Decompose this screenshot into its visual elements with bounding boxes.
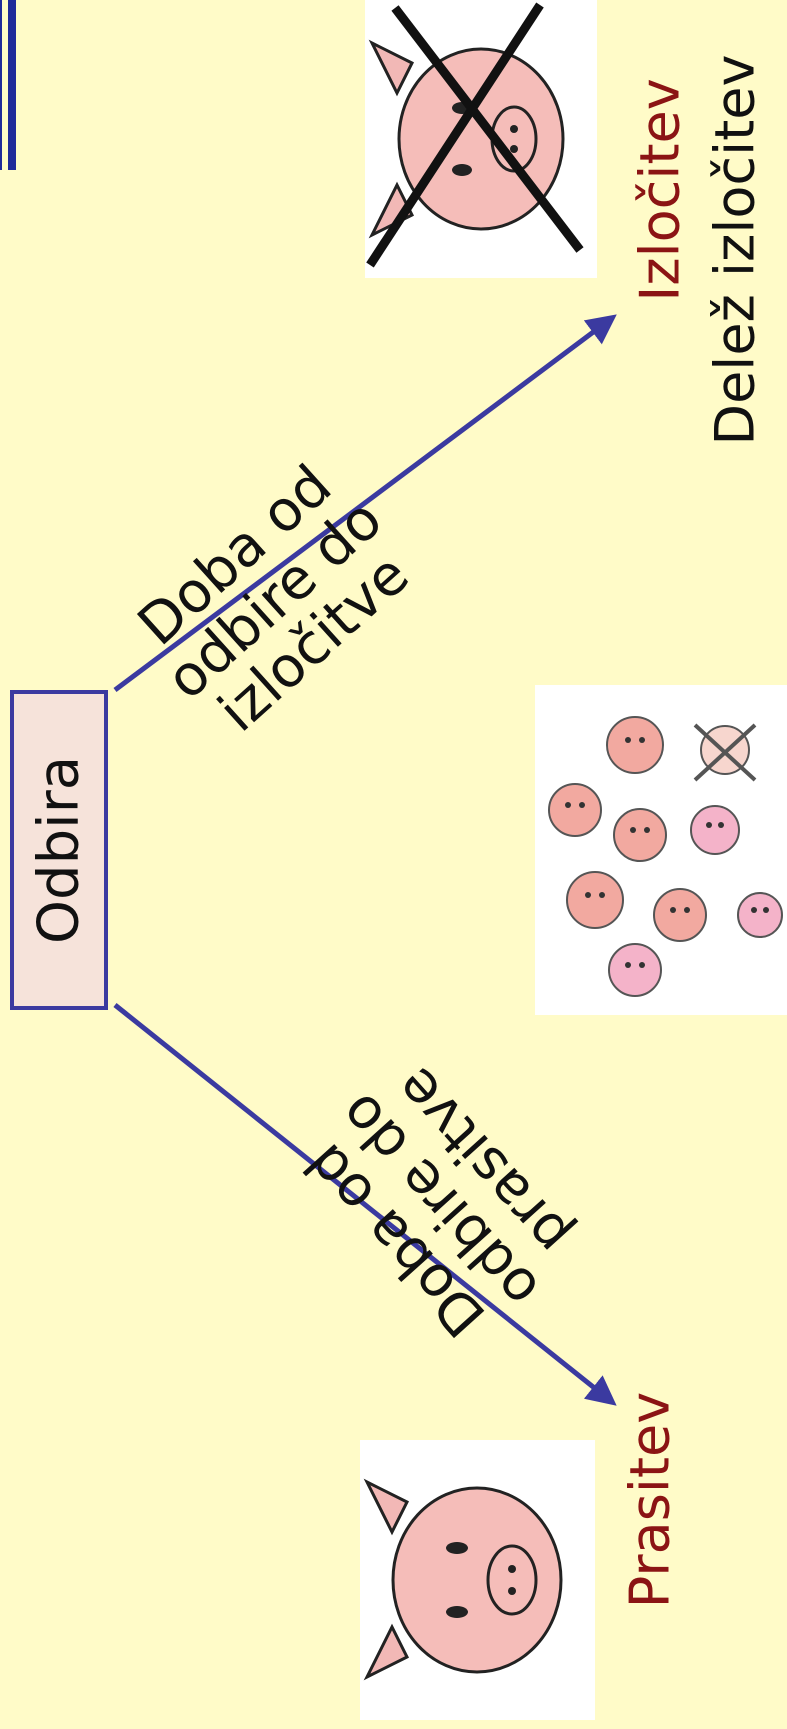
odbira-label: Odbira (26, 755, 92, 945)
pig-icon (360, 1440, 595, 1720)
pig-herd-icon (535, 685, 787, 1015)
odbira-node (10, 690, 108, 1010)
title-fragment (0, 0, 16, 170)
outcome-izlocitev-sublabel: Delež izločitev (703, 54, 767, 446)
pig-crossed-icon (365, 0, 597, 278)
outcome-izlocitev-label: Izločitev (628, 78, 692, 302)
arrow-to-izlocitev (113, 314, 617, 693)
arrow-to-prasitev (113, 1003, 617, 1406)
outcome-prasitev-label: Prasitev (618, 1391, 682, 1609)
